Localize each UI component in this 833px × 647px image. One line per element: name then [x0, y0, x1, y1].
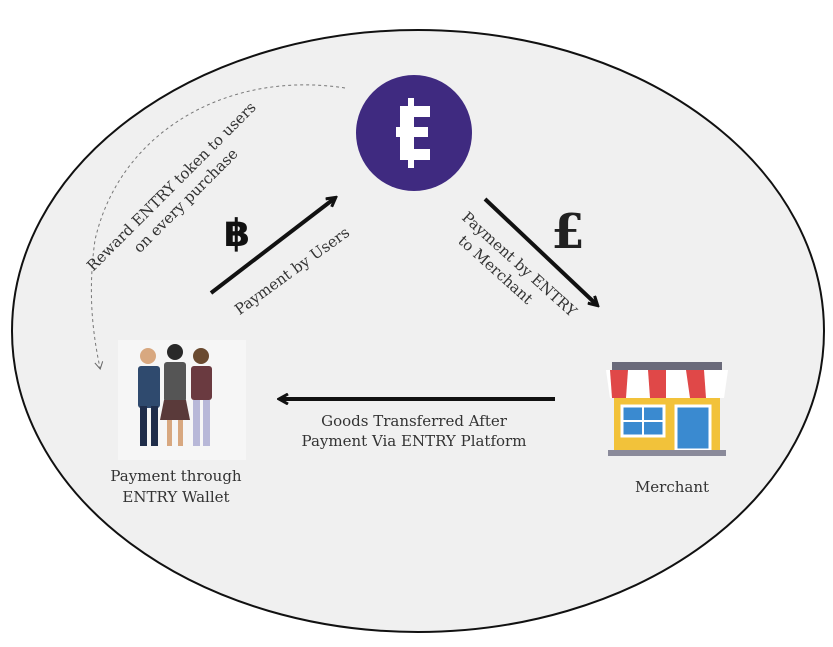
merchant-label: Merchant: [635, 478, 709, 496]
merchant-shop-icon: [606, 362, 728, 456]
arrow-users-to-entry: [209, 198, 335, 295]
users-label-line1: Payment through: [110, 467, 242, 485]
reward-dashed-arrow: [90, 84, 346, 370]
bitcoin-icon: ฿: [224, 211, 250, 255]
arrow-entry-to-merchant: [483, 197, 597, 305]
goods-label-line1: Goods Transferred After: [321, 412, 508, 430]
users-label-line2: ENTRY Wallet: [122, 488, 229, 506]
background-ellipse: [11, 29, 825, 633]
entry-token-icon: [356, 75, 472, 191]
goods-label-line2: Payment Via ENTRY Platform: [302, 432, 527, 450]
pound-icon: £: [551, 204, 584, 260]
users-icon: [118, 340, 246, 460]
